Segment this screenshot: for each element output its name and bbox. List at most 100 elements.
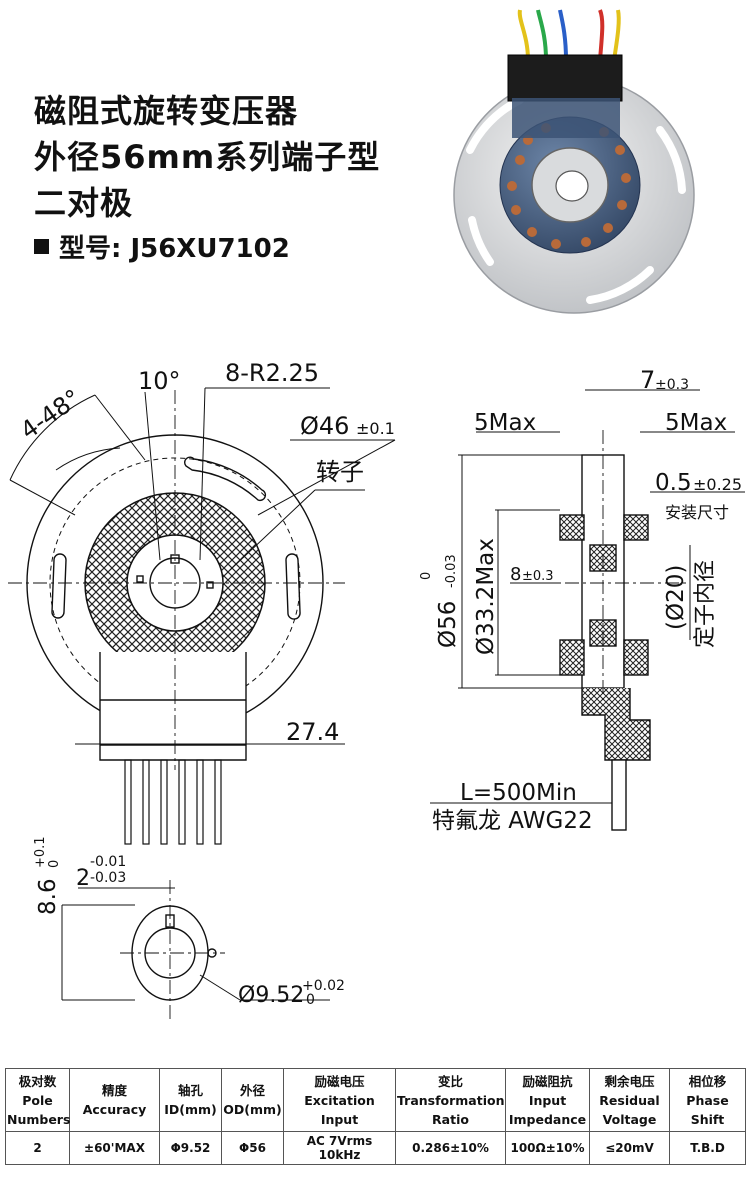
spec-value-cell: T.B.D (669, 1131, 746, 1165)
terminal-potting (512, 98, 620, 138)
spec-header-cell: 相位移 Phase Shift (669, 1068, 746, 1132)
coil-hatch-1 (559, 514, 585, 541)
title-line-3: 二对极 (34, 184, 134, 222)
label-height: 27.4 (286, 718, 339, 746)
product-photo (453, 9, 695, 314)
label-mount: 0.5 (655, 470, 692, 496)
terminal-housing (99, 652, 247, 761)
detail-h-lines (61, 904, 135, 1001)
label-rotor: 转子 (316, 458, 364, 486)
spec-value-cell: 2 (5, 1131, 70, 1165)
label-lead-length: L=500Min (460, 780, 577, 806)
spec-header-cell: 励磁阻抗 Input Impedance (505, 1068, 590, 1132)
title-block: 磁阻式旋转变压器 外径56mm系列端子型 二对极 (34, 88, 380, 226)
arc-slot-4 (55, 447, 121, 471)
label-detail-key: 2 (76, 866, 90, 891)
spec-value-cell: AC 7Vrms 10kHz (283, 1131, 396, 1165)
terminal-pins (124, 759, 222, 845)
plate-slot-3 (586, 266, 654, 304)
label-max-right: 5Max (665, 410, 727, 436)
arc-slot-2 (285, 553, 301, 620)
label-holes: 4-48° (15, 384, 86, 445)
label-angle: 10° (138, 367, 181, 395)
wire-blue (558, 9, 568, 61)
label-mount-tol: ±0.25 (693, 475, 742, 494)
spec-value-cell: 100Ω±10% (505, 1131, 590, 1165)
label-dia46: Ø46 (300, 412, 349, 440)
label-lead-wire: 特氟龙 AWG22 (432, 808, 593, 834)
spec-header-cell: 剩余电压 Residual Voltage (589, 1068, 670, 1132)
label-od: Ø56 (435, 601, 461, 648)
label-max-left: 5Max (474, 410, 536, 436)
label-detail-h-tol-bottom: 0 (47, 860, 62, 868)
spec-header-row: 极对数 Pole Numbers 精度 Accuracy 轴孔 ID(mm) 外… (5, 1068, 746, 1132)
section-view (430, 389, 745, 831)
label-inner: 8 (510, 564, 521, 585)
square-bullet-icon (34, 239, 49, 254)
label-detail-bore-tol-bottom: 0 (306, 992, 315, 1008)
title-line-1: 磁阻式旋转变压器 (34, 92, 299, 130)
technical-drawing: 4-48° 10° 8-R2.25 Ø46 ±0.1 转子 27.4 7 ±0.… (8, 9, 745, 1020)
dimension-texts: 4-48° 10° 8-R2.25 Ø46 ±0.1 转子 27.4 7 ±0.… (15, 359, 742, 1008)
spec-value-cell: Φ9.52 (159, 1131, 222, 1165)
coil-hatch-2 (623, 514, 649, 541)
spec-header-cell: 励磁电压 Excitation Input (283, 1068, 396, 1132)
label-inner-tol: ±0.3 (522, 569, 554, 584)
key-slot (170, 554, 180, 564)
side-dimension-lines (430, 389, 745, 804)
wire-yellow-2 (612, 9, 621, 61)
front-view (8, 387, 396, 845)
label-width: 7 (640, 366, 655, 394)
arc-slot-1 (183, 456, 267, 502)
label-detail-h-tol-top: +0.1 (33, 836, 48, 868)
coil-hatch-4 (623, 639, 649, 676)
detail-centerlines (120, 880, 225, 1020)
label-detail-key-tol-top: -0.01 (90, 854, 126, 870)
label-detail-key-tol-bottom: -0.03 (90, 870, 126, 886)
plate-slot-4 (468, 216, 494, 266)
spec-header-cell: 精度 Accuracy (69, 1068, 160, 1132)
title-line-2: 外径56mm系列端子型 (34, 138, 381, 176)
label-dia46-tol: ±0.1 (356, 419, 395, 438)
detail-bore-leader (199, 974, 241, 1001)
plate-slot-2 (656, 126, 686, 194)
rotor-tab-right (206, 581, 214, 589)
label-od-tol-top: 0 (419, 572, 434, 580)
wire-yellow (517, 9, 530, 61)
wire-red (598, 9, 605, 61)
model-line: 型号: J56XU7102 (34, 228, 290, 265)
spec-value-cell: ±60'MAX (69, 1131, 160, 1165)
label-detail-bore-tol-top: +0.02 (302, 978, 345, 994)
detail-view (61, 880, 330, 1020)
front-centerlines (8, 390, 345, 770)
label-detail-bore: Ø9.52 (238, 983, 304, 1008)
front-leaders (9, 387, 396, 745)
rotor-bore (555, 170, 589, 202)
spec-header-cell: 外径 OD(mm) (221, 1068, 284, 1132)
label-detail-h: 8.6 (35, 878, 61, 915)
spec-value-cell: Φ56 (221, 1131, 284, 1165)
spec-header-cell: 极对数 Pole Numbers (5, 1068, 70, 1132)
label-stator-id: (Ø20) (663, 565, 689, 630)
side-centerlines (540, 430, 690, 700)
label-mount-cn: 安装尺寸 (665, 503, 729, 522)
label-stator-cn: 定子内径 (693, 560, 718, 648)
wire-green (536, 9, 548, 61)
spec-value-row: 2 ±60'MAX Φ9.52 Φ56 AC 7Vrms 10kHz 0.286… (5, 1131, 746, 1165)
rotor-tab-left (136, 575, 144, 583)
terminal-section (581, 688, 651, 761)
spec-value-cell: ≤20mV (589, 1131, 670, 1165)
spec-header-cell: 变比 Transformation Ratio (395, 1068, 506, 1132)
wire-white-1 (580, 9, 586, 61)
arc-slot-3 (51, 553, 67, 619)
lead-wires (517, 9, 621, 61)
spec-table: 极对数 Pole Numbers 精度 Accuracy 轴孔 ID(mm) 外… (5, 1068, 746, 1165)
lead-wire-stub (611, 759, 627, 831)
spec-header-cell: 轴孔 ID(mm) (159, 1068, 222, 1132)
label-slots: 8-R2.25 (225, 359, 319, 387)
coil-hatch-3 (559, 639, 585, 676)
spec-value-cell: 0.286±10% (395, 1131, 506, 1165)
label-od-tol-bottom: -0.03 (444, 554, 459, 588)
model-number: 型号: J56XU7102 (59, 234, 290, 264)
terminal-block (507, 54, 623, 102)
